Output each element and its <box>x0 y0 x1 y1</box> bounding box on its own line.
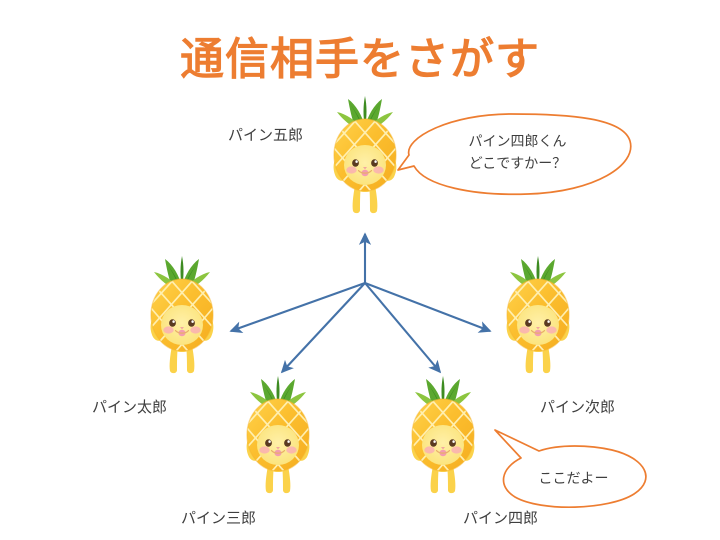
speech-bubble-icon <box>397 113 632 196</box>
pineapple-character-icon <box>235 373 321 497</box>
pineapple-character-icon <box>322 93 408 217</box>
page-title: 通信相手をさがす <box>180 34 540 85</box>
node-label-jiro: パイン次郎 <box>540 398 616 416</box>
pineapple-character-icon <box>139 253 225 377</box>
node-label-goro: パイン五郎 <box>228 126 304 144</box>
speech-bubble-question-text: パイン四郎くん どこですかー？ <box>468 134 567 172</box>
speech-bubble-answer: ここだよー <box>487 428 657 510</box>
speech-bubble-icon <box>494 429 647 508</box>
pineapple-character-icon <box>400 373 486 497</box>
speech-bubble-question: パイン四郎くん どこですかー？ <box>395 108 640 200</box>
node-label-taro: パイン太郎 <box>92 398 168 416</box>
pineapple-character-icon <box>495 253 581 377</box>
node-label-saburo: パイン三郎 <box>181 509 257 527</box>
speech-bubble-answer-text: ここだよー <box>538 471 609 487</box>
node-label-shiro: パイン四郎 <box>463 509 539 527</box>
